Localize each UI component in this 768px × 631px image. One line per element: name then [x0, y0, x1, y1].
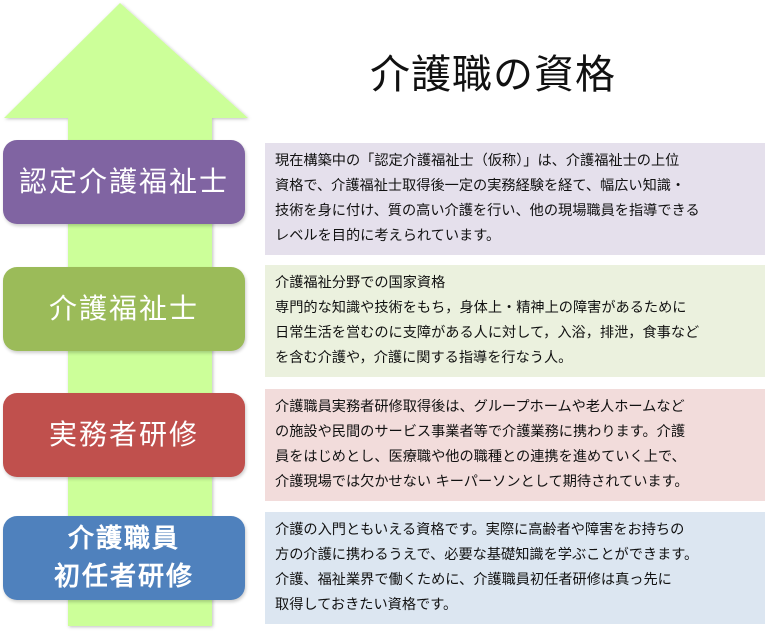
desc-initial-training: 介護の入門ともいえる資格です。実際に高齢者や障害をお持ちの 方の介護に携わるうえ…	[265, 512, 765, 624]
level-practitioner-training: 実務者研修	[3, 393, 245, 477]
desc-certified-care-worker: 現在構築中の「認定介護福祉士（仮称）」は、介護福祉士の上位 資格で、介護福祉士取…	[265, 143, 765, 255]
level-certified-care-worker: 認定介護福祉士	[3, 140, 245, 224]
desc-practitioner-training: 介護職員実務者研修取得後は、グループホームや老人ホームなど の施設や民間のサービ…	[265, 389, 765, 501]
desc-care-worker: 介護福祉分野での国家資格 専門的な知識や技術をもち，身体上・精神上の障害があるた…	[265, 265, 765, 377]
level-care-worker: 介護福祉士	[3, 267, 245, 351]
page-title: 介護職の資格	[370, 52, 616, 98]
level-initial-training: 介護職員 初任者研修	[3, 516, 245, 600]
